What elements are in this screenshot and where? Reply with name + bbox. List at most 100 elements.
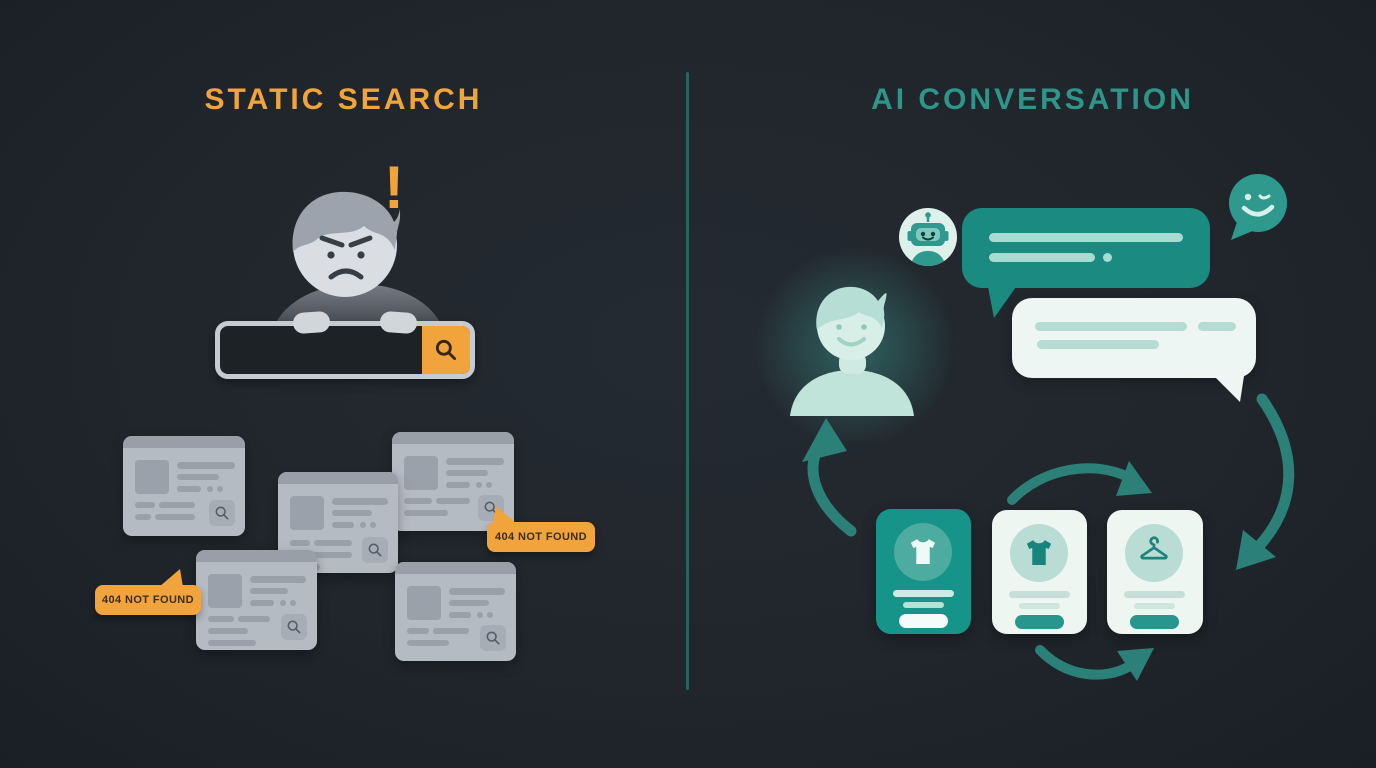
product-card (1107, 510, 1203, 634)
brow-right (348, 235, 373, 248)
404-badge: 404 NOT FOUND (487, 506, 595, 552)
product-button (1015, 615, 1064, 629)
dot (476, 482, 482, 488)
text-line (332, 498, 388, 505)
result-card (196, 550, 317, 650)
result-thumbnail (208, 574, 242, 608)
result-card-titlebar (123, 436, 245, 448)
text-line (404, 510, 448, 516)
404-badge-label: 404 NOT FOUND (495, 531, 587, 543)
left-hand (292, 310, 331, 335)
search-button (422, 326, 470, 374)
text-line (208, 616, 234, 622)
text-line (1035, 322, 1187, 331)
text-line (332, 510, 372, 516)
result-card-titlebar (392, 432, 514, 444)
result-card-titlebar (196, 550, 317, 562)
text-line (250, 576, 306, 583)
ai-conversation-title: AI CONVERSATION (871, 83, 1194, 116)
text-line (449, 612, 471, 618)
search-bar (215, 321, 475, 379)
text-line (446, 458, 504, 465)
404-badge-label: 404 NOT FOUND (102, 594, 194, 606)
text-line (893, 590, 954, 597)
result-search-icon (209, 500, 235, 526)
badge-tail (493, 506, 517, 524)
result-card-titlebar (395, 562, 516, 574)
result-card (395, 562, 516, 661)
result-thumbnail (407, 586, 441, 620)
text-line (135, 514, 151, 520)
text-line (989, 233, 1183, 242)
user-chat-bubble (1012, 298, 1256, 378)
text-line (446, 470, 488, 476)
right-hand (379, 310, 418, 335)
badge-tail (159, 569, 183, 587)
text-line (208, 628, 248, 634)
eye-left (327, 251, 335, 259)
ai-chat-bubble (962, 208, 1210, 288)
dot (370, 522, 376, 528)
text-line (155, 514, 195, 520)
product-card (876, 509, 971, 634)
text-line (903, 602, 944, 608)
text-line (449, 588, 505, 595)
result-thumbnail (404, 456, 438, 490)
text-line (1198, 322, 1236, 331)
arrow-bubble-to-cards-icon (1236, 393, 1295, 570)
smiley-bubble-icon (1229, 174, 1287, 240)
hair (816, 286, 887, 330)
ai-bubble-tail (988, 287, 1016, 318)
product-image-circle (894, 523, 952, 581)
text-line (1134, 603, 1175, 609)
product-image-circle (1125, 524, 1183, 582)
text-line (250, 588, 288, 594)
dot (1103, 253, 1112, 262)
result-search-icon (281, 614, 307, 640)
text-line (290, 540, 310, 546)
text-line (238, 616, 270, 622)
static-search-title: STATIC SEARCH (204, 83, 483, 116)
result-search-icon (362, 537, 388, 563)
text-line (1019, 603, 1060, 609)
product-button (899, 614, 948, 628)
dot (487, 612, 493, 618)
text-line (436, 498, 470, 504)
dot (217, 486, 223, 492)
text-line (446, 482, 470, 488)
happy-user-illustration (790, 286, 914, 416)
404-badge: 404 NOT FOUND (95, 569, 201, 615)
product-button (1130, 615, 1179, 629)
text-line (135, 502, 155, 508)
text-line (332, 522, 354, 528)
result-search-icon (480, 625, 506, 651)
result-thumbnail (135, 460, 169, 494)
eye-right (861, 324, 867, 330)
dot (477, 612, 483, 618)
result-card-titlebar (278, 472, 398, 484)
text-line (449, 600, 489, 606)
text-line (1037, 340, 1159, 349)
panel-divider (686, 72, 689, 690)
eye-right (357, 251, 365, 259)
dot (360, 522, 366, 528)
arrow-over-cards-icon (1007, 461, 1152, 505)
dot (280, 600, 286, 606)
hanger-icon (1140, 536, 1168, 560)
torso (790, 370, 914, 416)
result-card (123, 436, 245, 536)
text-line (1124, 591, 1185, 598)
text-line (1009, 591, 1070, 598)
text-line (177, 474, 219, 480)
dot (486, 482, 492, 488)
text-line (310, 552, 352, 558)
eye-left (836, 324, 842, 330)
text-line (314, 540, 352, 546)
text-line (159, 502, 195, 508)
product-card (992, 510, 1087, 634)
text-line (208, 640, 256, 646)
text-line (433, 628, 469, 634)
text-line (989, 253, 1095, 262)
text-line (250, 600, 274, 606)
